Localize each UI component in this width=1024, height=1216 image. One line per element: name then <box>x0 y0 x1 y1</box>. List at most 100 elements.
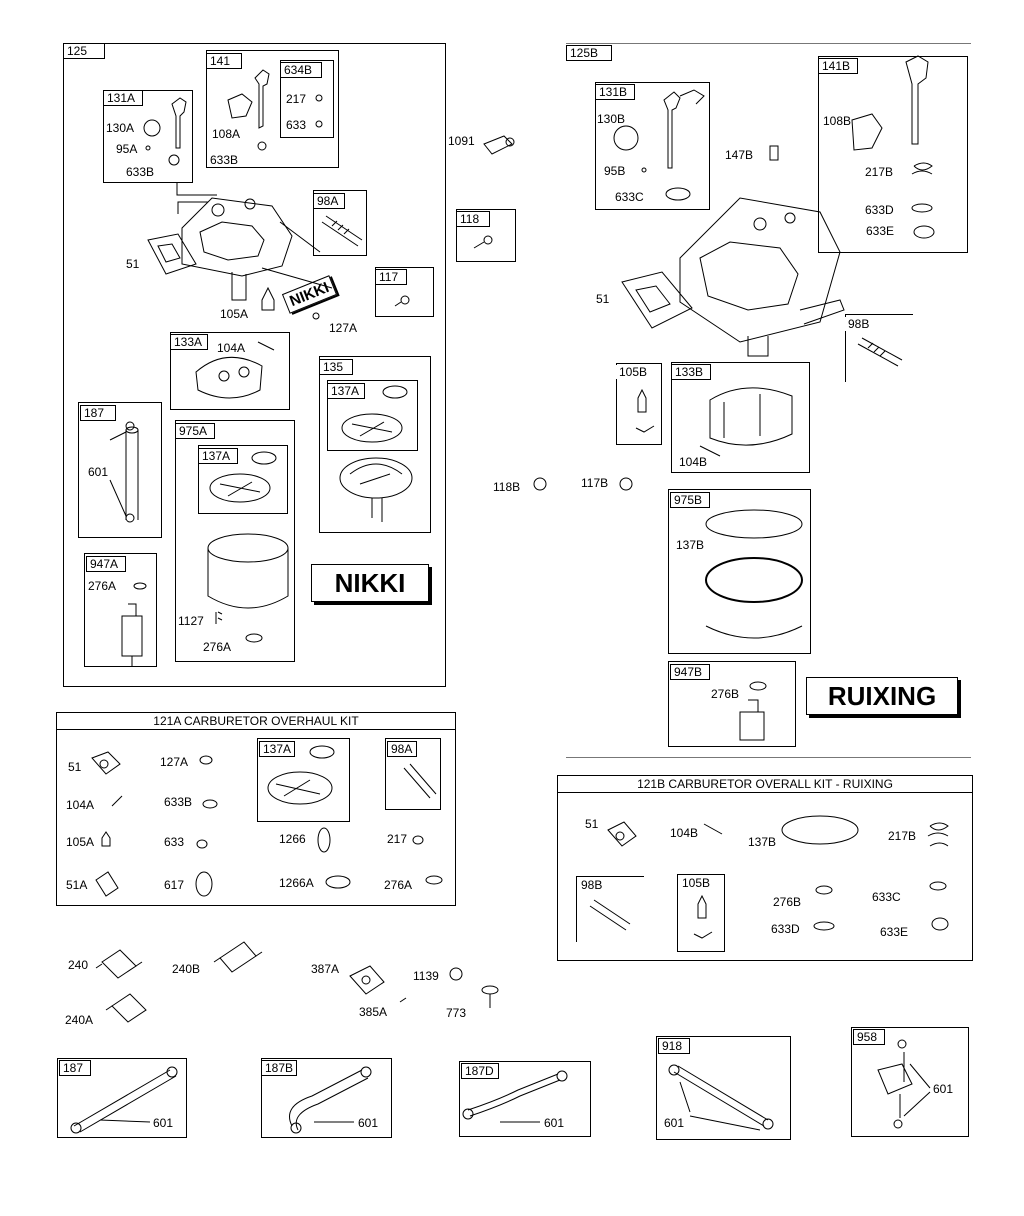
subassembly-947B <box>668 661 796 747</box>
kit-part-633B: 633B <box>164 795 193 809</box>
subassembly-975A <box>175 420 295 662</box>
kit-box-label-98B: 98B <box>578 878 610 892</box>
kit-part-51A: 51A <box>66 878 88 892</box>
subassembly-133A <box>170 332 290 410</box>
part-label-217: 217 <box>286 92 307 106</box>
kit-part-617: 617 <box>164 878 185 892</box>
box-label-98B: 98B <box>845 317 877 331</box>
box-label-975B: 975B <box>670 492 710 508</box>
kit-part-276B: 276B <box>773 895 802 909</box>
assembly-125-frame <box>63 43 446 687</box>
screw-147B-drawing <box>769 145 779 161</box>
nikki-logo: NIKKI <box>311 564 429 602</box>
box-label-141: 141 <box>206 53 242 69</box>
part-label-601: 601 <box>153 1116 174 1130</box>
part-label-633: 633 <box>286 118 307 132</box>
box-label-137A: 137A <box>327 383 365 399</box>
part-label-601: 601 <box>933 1082 954 1096</box>
part-label-1139: 1139 <box>413 969 439 983</box>
kit-part-127A: 127A <box>160 755 189 769</box>
part-label-104A: 104A <box>217 341 246 355</box>
part-label-130A: 130A <box>106 121 135 135</box>
kit-part-1266: 1266 <box>279 832 306 846</box>
part-label-240A: 240A <box>65 1013 94 1027</box>
box-label-918: 918 <box>658 1038 690 1054</box>
box-label-187: 187 <box>80 405 116 421</box>
subassembly-117 <box>375 267 434 317</box>
subassembly-947A <box>84 553 157 667</box>
subassembly-131A <box>103 90 193 183</box>
subassembly-918 <box>656 1036 791 1140</box>
kit-part-633C: 633C <box>872 890 901 904</box>
kit-part-51: 51 <box>68 760 82 774</box>
box-label-634B: 634B <box>280 62 322 78</box>
part-label-108B: 108B <box>823 114 852 128</box>
subassembly-187B <box>261 1058 392 1138</box>
part-label-240B: 240B <box>172 962 201 976</box>
kit-part-51: 51 <box>585 817 599 831</box>
box-label-975A: 975A <box>175 423 215 439</box>
part-label-387A: 387A <box>311 962 340 976</box>
part-label-108A: 108A <box>212 127 241 141</box>
kit-121B-frame: 121B CARBURETOR OVERALL KIT - RUIXING <box>557 775 973 961</box>
kit-part-104A: 104A <box>66 798 95 812</box>
subassembly-137A-in-975A <box>198 445 288 514</box>
part-118B-drawing <box>533 477 547 491</box>
part-label-137B: 137B <box>676 538 705 552</box>
part-label-601: 601 <box>664 1116 685 1130</box>
subassembly-141B <box>818 56 968 253</box>
kit-part-104B: 104B <box>670 826 699 840</box>
part-label-773: 773 <box>446 1006 467 1020</box>
part-label-104B: 104B <box>679 455 708 469</box>
box-label-133B: 133B <box>671 364 711 380</box>
kit-part-1266A: 1266A <box>279 876 314 890</box>
part-label-95A: 95A <box>116 142 138 156</box>
kit-box-label-105B: 105B <box>679 876 717 890</box>
box-label-187: 187 <box>59 1060 91 1076</box>
subassembly-98B <box>845 314 913 382</box>
kit-part-105A: 105A <box>66 835 95 849</box>
kit-121A-title: 121A CARBURETOR OVERHAUL KIT <box>57 713 455 730</box>
part-label-633C: 633C <box>615 190 644 204</box>
part-label-601: 601 <box>544 1116 565 1130</box>
kit-subassembly-98A <box>385 738 441 810</box>
part-label-127A: 127A <box>329 321 358 335</box>
subassembly-187-left <box>78 402 162 538</box>
subassembly-187D <box>459 1061 591 1137</box>
subassembly-634B <box>280 60 334 138</box>
box-label-117: 117 <box>375 269 407 285</box>
part-label-217B: 217B <box>865 165 894 179</box>
divider-mid-right <box>566 757 971 758</box>
kit-121A-frame: 121A CARBURETOR OVERHAUL KIT <box>56 712 456 906</box>
part-label-276A: 276A <box>88 579 117 593</box>
kit-subassembly-105B <box>677 874 725 952</box>
box-label-141B: 141B <box>818 58 858 74</box>
kit-box-label-137A: 137A <box>259 741 295 757</box>
box-label-187D: 187D <box>461 1063 499 1079</box>
part-label-118B: 118B <box>493 480 521 494</box>
box-label-131B: 131B <box>595 84 635 100</box>
box-label-187B: 187B <box>261 1060 297 1076</box>
part-label-130B: 130B <box>597 112 626 126</box>
subassembly-958 <box>851 1027 969 1137</box>
subassembly-975B <box>668 489 811 654</box>
subassembly-118 <box>456 209 516 262</box>
part-label-276A: 276A <box>203 640 232 654</box>
part-label-601: 601 <box>88 465 109 479</box>
box-label-105B: 105B <box>616 365 656 379</box>
kit-part-276A: 276A <box>384 878 413 892</box>
box-label-125B: 125B <box>566 45 612 61</box>
box-label-947A: 947A <box>86 556 126 572</box>
subassembly-137A-in-135 <box>327 380 418 451</box>
kit-box-label-98A: 98A <box>387 741 417 757</box>
part-1091-drawing <box>483 135 515 155</box>
part-label-633D: 633D <box>865 203 894 217</box>
part-label-240: 240 <box>68 958 89 972</box>
box-label-958: 958 <box>853 1029 885 1045</box>
part-label-147B: 147B <box>725 148 754 162</box>
part-label-117B: 117B <box>581 476 609 490</box>
subassembly-187 <box>57 1058 187 1138</box>
box-label-137A: 137A <box>198 448 238 464</box>
box-label-135: 135 <box>319 359 353 375</box>
box-label-133A: 133A <box>170 334 208 350</box>
